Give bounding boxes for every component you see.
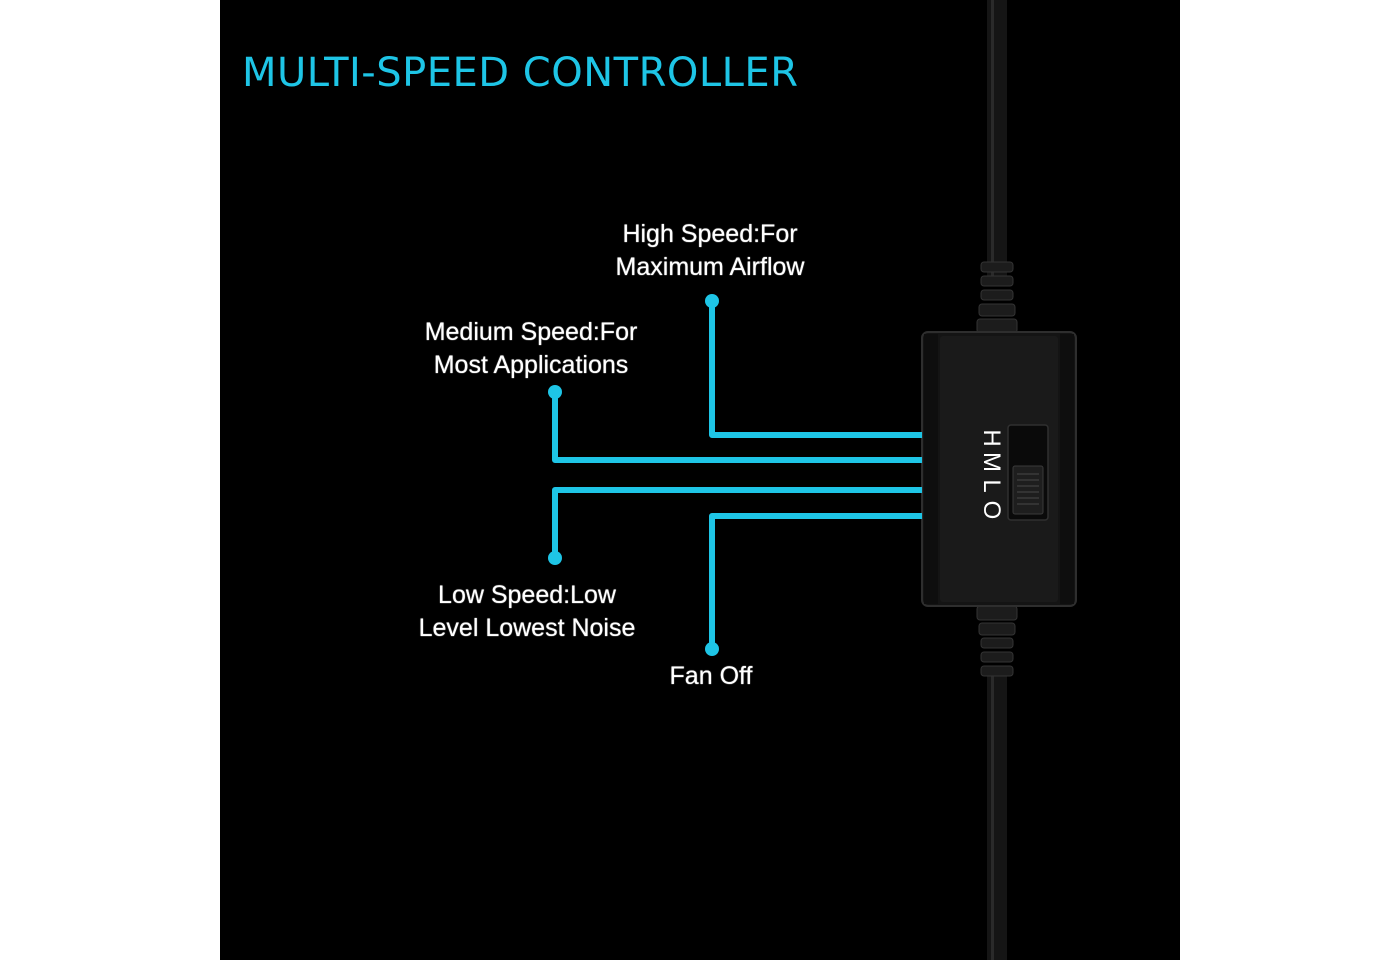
label-low-speed-line-1: Low Speed:Low	[438, 581, 616, 609]
label-medium-speed-line-1: Medium Speed:For	[424, 318, 638, 346]
strain-relief-top	[976, 261, 1018, 334]
label-high-speed: High Speed:For Maximum Airflow	[616, 218, 805, 284]
slide-switch-knob[interactable]	[1012, 465, 1044, 515]
leader-dot-high	[705, 294, 719, 308]
label-low-speed: Low Speed:Low Level Lowest Noise	[419, 579, 636, 645]
leader-line-high	[709, 302, 922, 438]
label-fan-off: Fan Off	[670, 660, 753, 693]
label-low-speed-line-2: Level Lowest Noise	[418, 614, 636, 642]
controller-edge-right	[1060, 334, 1074, 604]
leader-line-medium	[552, 393, 922, 463]
product-panel: MULTI-SPEED CONTROLLER	[220, 0, 1180, 960]
controller-face	[940, 336, 1058, 602]
controller-edge-left	[924, 334, 938, 604]
leader-dot-off	[705, 642, 719, 656]
leader-line-low	[552, 487, 922, 557]
leader-dot-low	[548, 551, 562, 565]
label-medium-speed: Medium Speed:For Most Applications	[425, 316, 638, 382]
label-high-speed-line-1: High Speed:For	[622, 220, 798, 248]
cable-lower	[987, 670, 1007, 960]
leader-line-off	[709, 513, 922, 648]
cable-highlight-upper	[991, 0, 994, 280]
label-medium-speed-line-2: Most Applications	[433, 351, 629, 379]
strain-relief-bottom	[976, 605, 1018, 677]
label-high-speed-line-2: Maximum Airflow	[615, 253, 805, 281]
switch-letter-o: O	[978, 500, 1005, 520]
leader-dot-medium	[548, 385, 562, 399]
label-fan-off-line-1: Fan Off	[669, 662, 753, 690]
cable-highlight-lower	[991, 670, 994, 960]
controller-diagram	[548, 0, 1077, 960]
page-title: MULTI-SPEED CONTROLLER	[242, 50, 799, 96]
cable-upper	[987, 0, 1007, 280]
